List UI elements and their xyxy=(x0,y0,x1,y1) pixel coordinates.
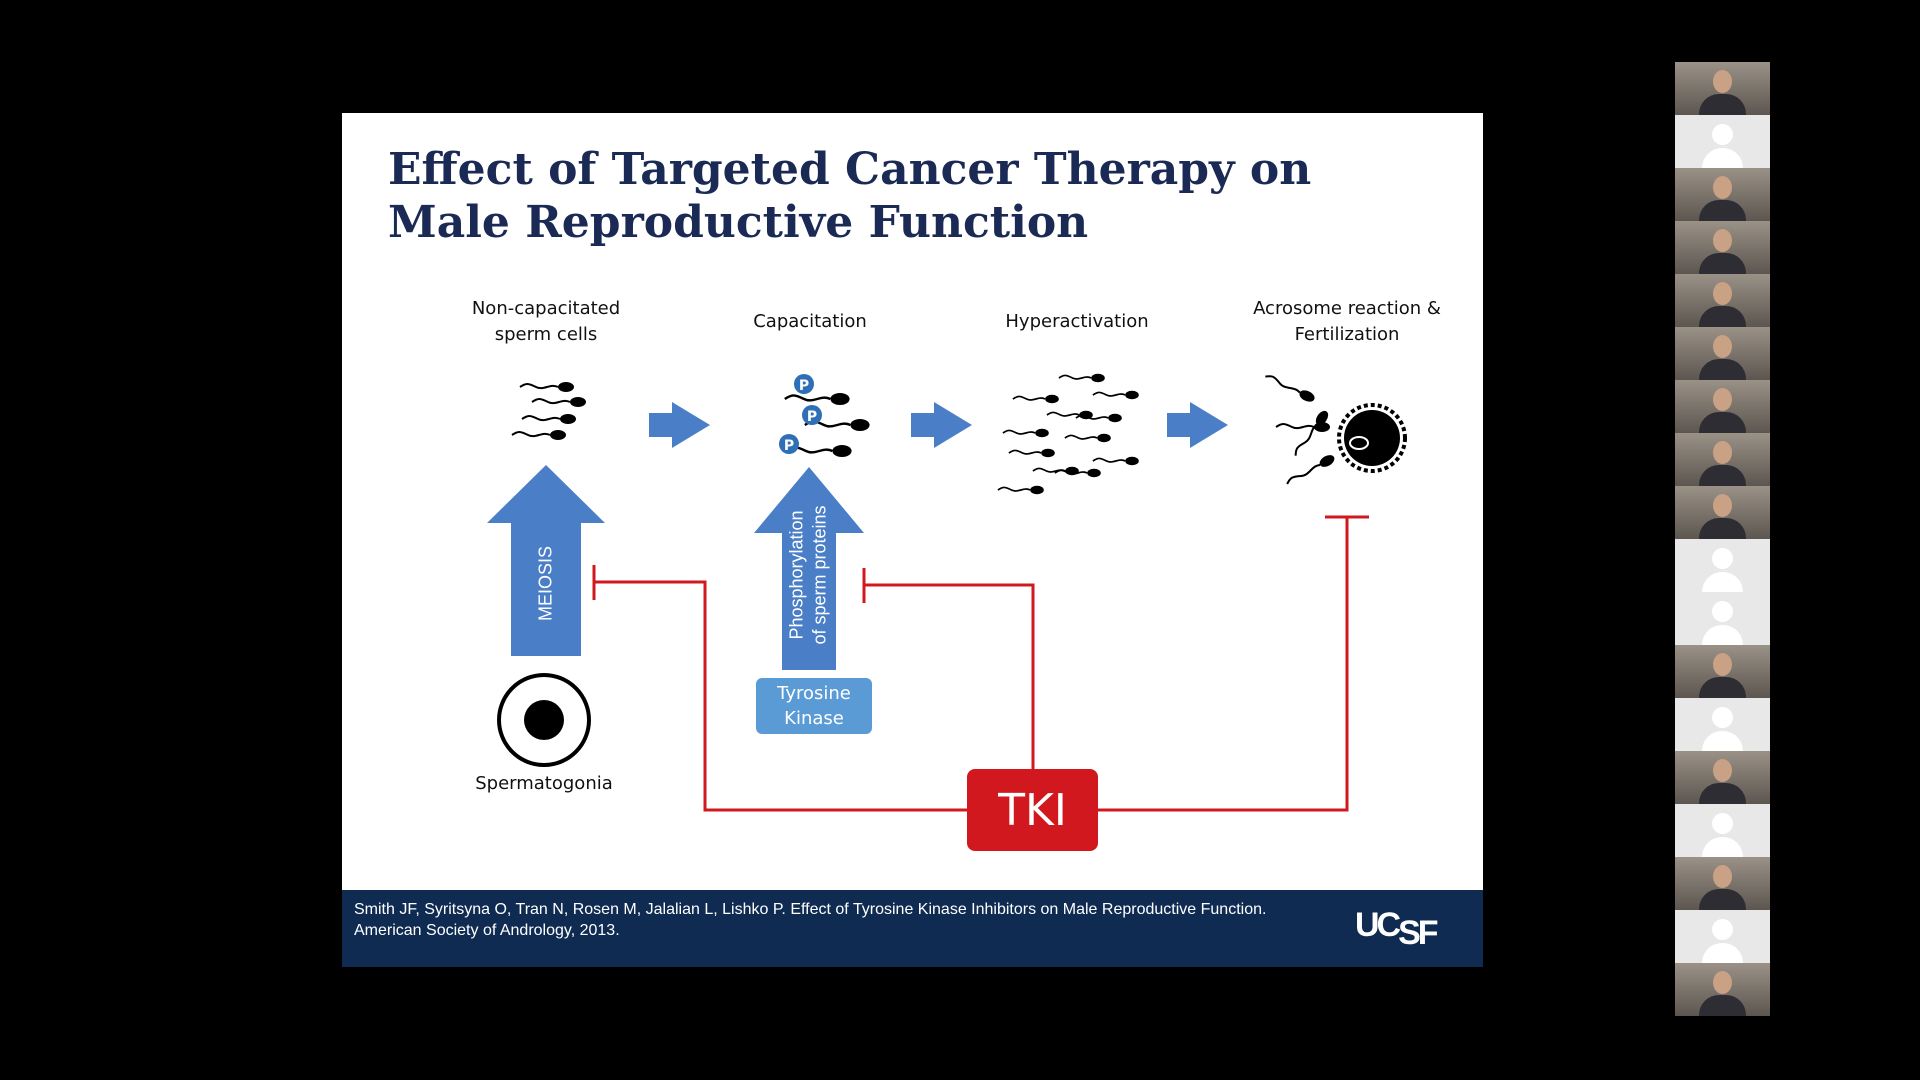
avatar-icon-body xyxy=(1702,148,1743,168)
tki-inhibition-lines xyxy=(592,515,1369,812)
egg-fertilization-icon xyxy=(1262,371,1407,490)
person-face xyxy=(1713,653,1732,676)
right-arrow-icon xyxy=(911,402,972,448)
ucsf-logo: UCSF xyxy=(1355,906,1439,952)
participant-no-video-tile[interactable] xyxy=(1675,698,1770,751)
slide-footer: Smith JF, Syritsyna O, Tran N, Rosen M, … xyxy=(342,890,1483,967)
person-body xyxy=(1699,995,1746,1016)
stage-label-acrosome: Acrosome reaction & Fertilization xyxy=(1253,298,1441,345)
person-face xyxy=(1713,971,1732,994)
person-face xyxy=(1713,282,1732,305)
svg-text:P: P xyxy=(799,378,809,394)
spermatogonia-label: Spermatogonia xyxy=(475,773,613,794)
participant-no-video-tile[interactable] xyxy=(1675,592,1770,645)
person-face xyxy=(1713,229,1732,252)
right-arrow-icon xyxy=(1167,402,1228,448)
avatar-icon xyxy=(1712,707,1733,728)
spermatogonia-cell-icon xyxy=(497,673,591,767)
person-body xyxy=(1699,783,1746,804)
participant-video-tile[interactable] xyxy=(1675,486,1770,539)
participant-video-tile[interactable] xyxy=(1675,433,1770,486)
participant-video-tile[interactable] xyxy=(1675,221,1770,274)
person-body xyxy=(1699,306,1746,327)
participant-gallery[interactable] xyxy=(1675,62,1770,1016)
person-body xyxy=(1699,94,1746,115)
phosphate-marker-icon: P xyxy=(802,405,822,425)
meiosis-arrow-icon xyxy=(487,465,605,656)
person-face xyxy=(1713,335,1732,358)
avatar-icon xyxy=(1712,813,1733,834)
participant-video-tile[interactable] xyxy=(1675,168,1770,221)
capacitated-sperm-icon: P P P xyxy=(779,374,871,459)
svg-text:P: P xyxy=(807,409,817,425)
person-body xyxy=(1699,889,1746,910)
avatar-icon-body xyxy=(1702,625,1743,645)
person-face xyxy=(1713,494,1732,517)
participant-no-video-tile[interactable] xyxy=(1675,910,1770,963)
person-face xyxy=(1713,441,1732,464)
person-body xyxy=(1699,200,1746,221)
avatar-icon-body xyxy=(1702,572,1743,592)
hyperactivated-sperm-icon xyxy=(997,372,1140,496)
tki-box: TKI xyxy=(967,769,1098,851)
tyrosine-kinase-box: Tyrosine Kinase xyxy=(756,678,872,734)
participant-video-tile[interactable] xyxy=(1675,380,1770,433)
participant-no-video-tile[interactable] xyxy=(1675,115,1770,168)
avatar-icon xyxy=(1712,548,1733,569)
avatar-icon-body xyxy=(1702,837,1743,857)
participant-video-tile[interactable] xyxy=(1675,645,1770,698)
person-body xyxy=(1699,253,1746,274)
person-body xyxy=(1699,677,1746,698)
avatar-icon xyxy=(1712,919,1733,940)
stage-label-non-capacitated: Non-capacitated sperm cells xyxy=(471,298,621,345)
person-body xyxy=(1699,465,1746,486)
participant-video-tile[interactable] xyxy=(1675,857,1770,910)
participant-no-video-tile[interactable] xyxy=(1675,539,1770,592)
presentation-slide: Effect of Targeted Cancer Therapy on Mal… xyxy=(342,113,1483,967)
person-body xyxy=(1699,518,1746,539)
person-face xyxy=(1713,865,1732,888)
person-face xyxy=(1713,759,1732,782)
participant-video-tile[interactable] xyxy=(1675,751,1770,804)
person-face xyxy=(1713,388,1732,411)
avatar-icon-body xyxy=(1702,943,1743,963)
avatar-icon-body xyxy=(1702,731,1743,751)
slide-title: Effect of Targeted Cancer Therapy on Mal… xyxy=(388,144,1312,248)
citation-text: Smith JF, Syritsyna O, Tran N, Rosen M, … xyxy=(354,901,1267,939)
participant-no-video-tile[interactable] xyxy=(1675,804,1770,857)
phosphate-marker-icon: P xyxy=(779,434,799,454)
progression-arrows xyxy=(649,402,1228,448)
stage-label-capacitation: Capacitation xyxy=(753,311,867,332)
stage-label-hyperactivation: Hyperactivation xyxy=(1005,311,1149,332)
phosphorylation-label: Phosphorylation of sperm proteins xyxy=(786,505,830,645)
participant-video-tile[interactable] xyxy=(1675,963,1770,1016)
participant-video-tile[interactable] xyxy=(1675,62,1770,115)
svg-text:P: P xyxy=(784,438,794,454)
sperm-pathway-diagram: P P P xyxy=(487,371,1407,812)
phosphate-marker-icon: P xyxy=(794,374,814,394)
avatar-icon xyxy=(1712,601,1733,622)
participant-video-tile[interactable] xyxy=(1675,327,1770,380)
person-face xyxy=(1713,70,1732,93)
person-body xyxy=(1699,359,1746,380)
avatar-icon xyxy=(1712,124,1733,145)
person-face xyxy=(1713,176,1732,199)
phosphorylation-arrow-icon xyxy=(754,467,864,670)
person-body xyxy=(1699,412,1746,433)
meiosis-label: MEIOSIS xyxy=(535,546,556,622)
participant-video-tile[interactable] xyxy=(1675,274,1770,327)
non-capacitated-sperm-icon xyxy=(511,381,587,441)
